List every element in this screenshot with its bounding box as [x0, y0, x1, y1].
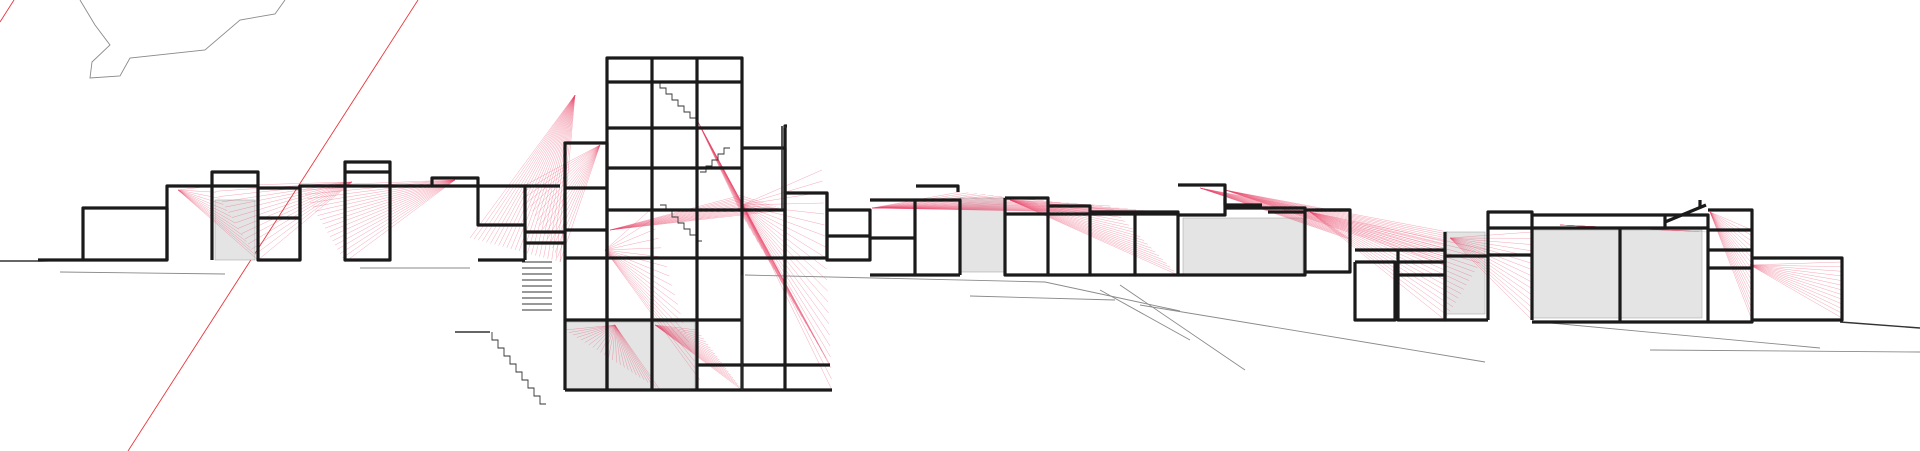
hatched-areas: [214, 197, 1703, 391]
red-guide-line: [127, 0, 419, 451]
red-guide-line-corner: [0, 0, 15, 23]
tower-mast: [781, 126, 786, 210]
terrain-contour: [79, 0, 286, 79]
stairs: [491, 82, 730, 405]
ground-lines: [0, 259, 1920, 371]
structure-walls: [38, 56, 1844, 392]
